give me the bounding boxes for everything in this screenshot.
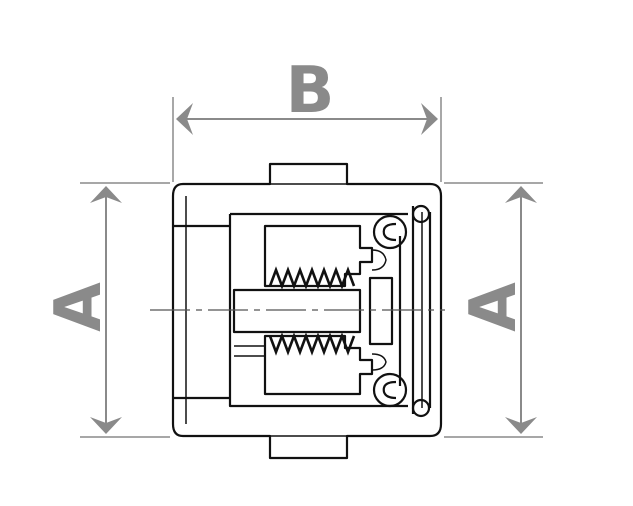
spring-housing-bottom xyxy=(263,334,374,396)
dimension-a-left-arrow-bottom xyxy=(90,417,122,434)
clips xyxy=(371,204,431,418)
chamber-wall xyxy=(228,212,408,408)
spring-housing-top xyxy=(263,224,374,288)
dimension-b: B xyxy=(172,54,442,182)
piston-taper xyxy=(234,345,266,357)
dimension-a-right-arrow-top xyxy=(505,186,537,203)
retainer-upper xyxy=(371,249,387,271)
spring-upper xyxy=(268,266,356,290)
dimension-a-left: A xyxy=(42,182,170,438)
oring-lower xyxy=(411,398,431,418)
clip-lower-hook xyxy=(382,380,397,400)
dimension-a-left-arrow-top xyxy=(90,186,122,203)
clip-upper-large xyxy=(372,214,408,250)
piston-stem xyxy=(232,288,362,334)
dimension-b-arrow-left xyxy=(176,103,193,135)
dimension-a-right-label: A xyxy=(457,282,531,332)
springs xyxy=(268,266,356,356)
retainer-lower xyxy=(371,353,387,371)
dimension-b-label: B xyxy=(286,54,335,128)
valve-body-outline xyxy=(171,162,443,460)
clip-lower-large xyxy=(372,372,408,408)
dimension-a-left-label: A xyxy=(42,282,116,332)
poppet-disc xyxy=(368,276,394,346)
oring-upper xyxy=(411,204,431,224)
dimension-a-right: A xyxy=(444,182,543,438)
dimension-b-arrow-right xyxy=(421,103,438,135)
dimension-a-right-arrow-bottom xyxy=(505,417,537,434)
spring-lower xyxy=(268,332,356,356)
clip-upper-hook xyxy=(382,222,397,242)
